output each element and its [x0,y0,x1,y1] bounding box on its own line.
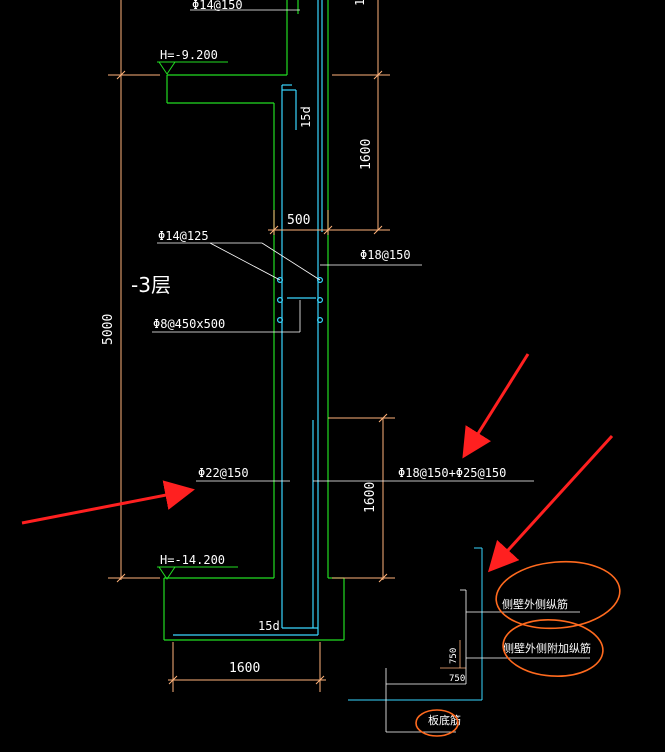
label-cut-top: 16 [353,0,367,6]
dimension-lines [108,0,395,692]
rebar-lines [173,0,323,636]
label-rebar-bottom-right: Φ18@150+Φ25@150 [398,466,506,480]
label-wall-thickness: 500 [287,213,310,228]
label-dim-750-v: 750 [449,648,459,664]
label-dim-750-h: 750 [449,674,465,684]
legend-schematic [348,547,590,733]
arrow-left [21,480,195,525]
label-anchor-top: 15d [299,106,313,128]
leader-lines [152,9,534,482]
arrow-middle [462,353,530,459]
level-marker-bottom [157,566,238,580]
level-marker-top [157,61,228,75]
label-level-bottom: H=-14.200 [160,553,225,567]
label-floor: -3层 [131,273,171,297]
rebar-dots [277,277,324,324]
circle-outer-additional [502,619,604,677]
label-dim-1600-bottom: 1600 [229,661,260,676]
label-tie: Φ8@450x500 [153,317,225,331]
label-rebar-bottom-left: Φ22@150 [198,466,249,480]
label-rebar-right: Φ18@150 [360,248,411,262]
label-dim-1600-top: 1600 [359,139,374,170]
label-rebar-top: Φ14@150 [192,0,243,12]
annotation-arrows [21,353,614,573]
label-dim-1600-right: 1600 [363,482,378,513]
label-rebar-left: Φ14@125 [158,229,209,243]
highlight-circles [415,560,621,737]
circle-outer-long [495,560,621,630]
circle-bottom-bar [415,709,459,737]
legend-bottom-bar: 板底筋 [428,713,461,727]
wall-outline [163,0,345,641]
label-level-top: H=-9.200 [160,48,218,62]
label-anchor-bottom: 15d [258,619,280,633]
label-dim-height: 5000 [101,314,116,345]
arrow-right [487,434,614,573]
legend-outer-long: 侧壁外侧纵筋 [502,597,568,611]
legend-outer-additional: 侧壁外侧附加纵筋 [503,641,591,655]
